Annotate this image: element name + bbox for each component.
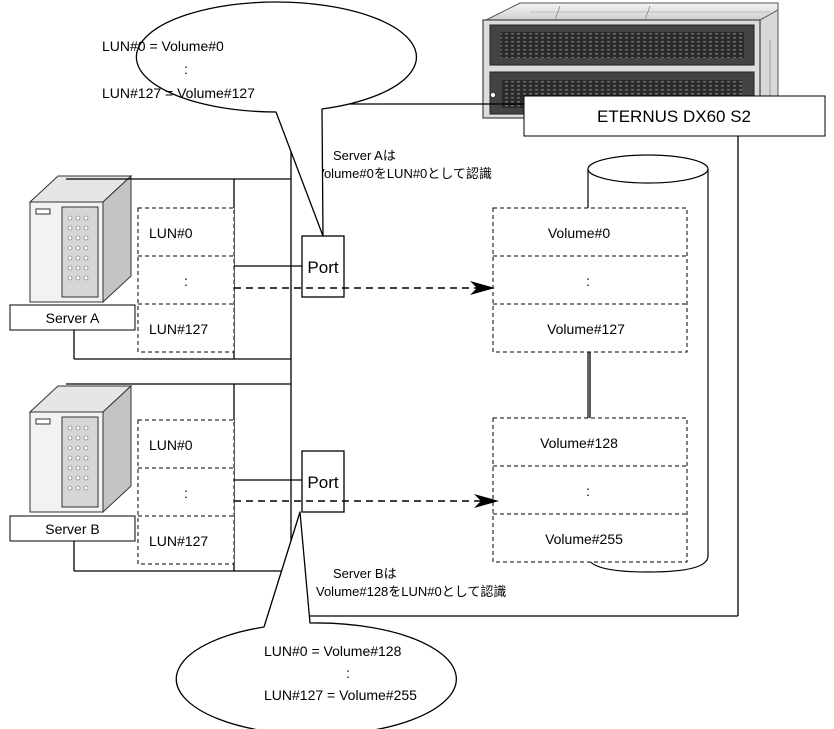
- callout-bottom-line2: LUN#127 = Volume#255: [264, 687, 417, 703]
- volume-group-1: Volume#0 : Volume#127: [492, 207, 688, 353]
- volume-cell: Volume#128: [540, 435, 618, 451]
- server-a-lun-table: LUN#0 : LUN#127: [137, 207, 235, 353]
- server-a-note-line1: Server Aは: [333, 148, 396, 163]
- port-b: Port: [301, 450, 345, 513]
- storage-name-label: ETERNUS DX60 S2: [523, 95, 826, 137]
- server-b-name-label: Server B: [9, 515, 136, 542]
- server-a-tower-icon: [28, 174, 133, 304]
- volume-cell: Volume#255: [545, 531, 623, 547]
- callout-bottom-line1: LUN#0 = Volume#128: [264, 643, 402, 659]
- server-a-note-line2: Volume#0をLUN#0として認識: [316, 166, 492, 181]
- port-b-label: Port: [307, 473, 338, 492]
- callout-top-line2: LUN#127 = Volume#127: [102, 85, 255, 101]
- volume-cell: :: [586, 273, 590, 289]
- server-b-note-line1: Server Bは: [333, 566, 397, 581]
- lun-cell: LUN#0: [149, 225, 193, 241]
- callout-bottom-dots: :: [346, 665, 350, 681]
- mapping-arrow-a: [234, 281, 495, 295]
- volume-cell: Volume#127: [547, 321, 625, 337]
- port-a-label: Port: [307, 258, 338, 277]
- server-b-tower-icon: [28, 384, 133, 514]
- callout-top-line1: LUN#0 = Volume#0: [102, 38, 224, 54]
- lun-cell: LUN#127: [149, 533, 208, 549]
- server-b-note: Server Bは Volume#128をLUN#0として認識: [316, 566, 506, 599]
- storage-name-text: ETERNUS DX60 S2: [597, 107, 751, 126]
- server-a-name-text: Server A: [46, 310, 100, 326]
- connection-lines: [73, 103, 739, 617]
- server-a-note: Server Aは Volume#0をLUN#0として認識: [316, 148, 492, 181]
- callout-top-dots: :: [184, 61, 188, 77]
- lun-cell: LUN#0: [149, 437, 193, 453]
- mapping-arrow-b: [234, 494, 499, 508]
- server-b-lun-table: LUN#0 : LUN#127: [137, 419, 235, 565]
- lun-cell: :: [184, 485, 188, 501]
- server-b: Server B LUN#0 : LUN#127: [9, 383, 235, 571]
- lun-cell: LUN#127: [149, 321, 208, 337]
- port-a: Port: [301, 235, 345, 298]
- callout-top: LUN#0 = Volume#0 : LUN#127 = Volume#127: [102, 1, 418, 237]
- callout-bottom: LUN#0 = Volume#128 : LUN#127 = Volume#25…: [175, 511, 457, 729]
- server-a: Server A LUN#0 : LUN#127: [9, 174, 235, 359]
- volume-cell: :: [586, 483, 590, 499]
- server-b-name-text: Server B: [45, 521, 99, 537]
- server-b-note-line2: Volume#128をLUN#0として認識: [316, 584, 506, 599]
- volume-cell: Volume#0: [548, 225, 610, 241]
- volume-group-2: Volume#128 : Volume#255: [492, 417, 688, 563]
- lun-cell: :: [184, 273, 188, 289]
- server-a-name-label: Server A: [9, 304, 136, 331]
